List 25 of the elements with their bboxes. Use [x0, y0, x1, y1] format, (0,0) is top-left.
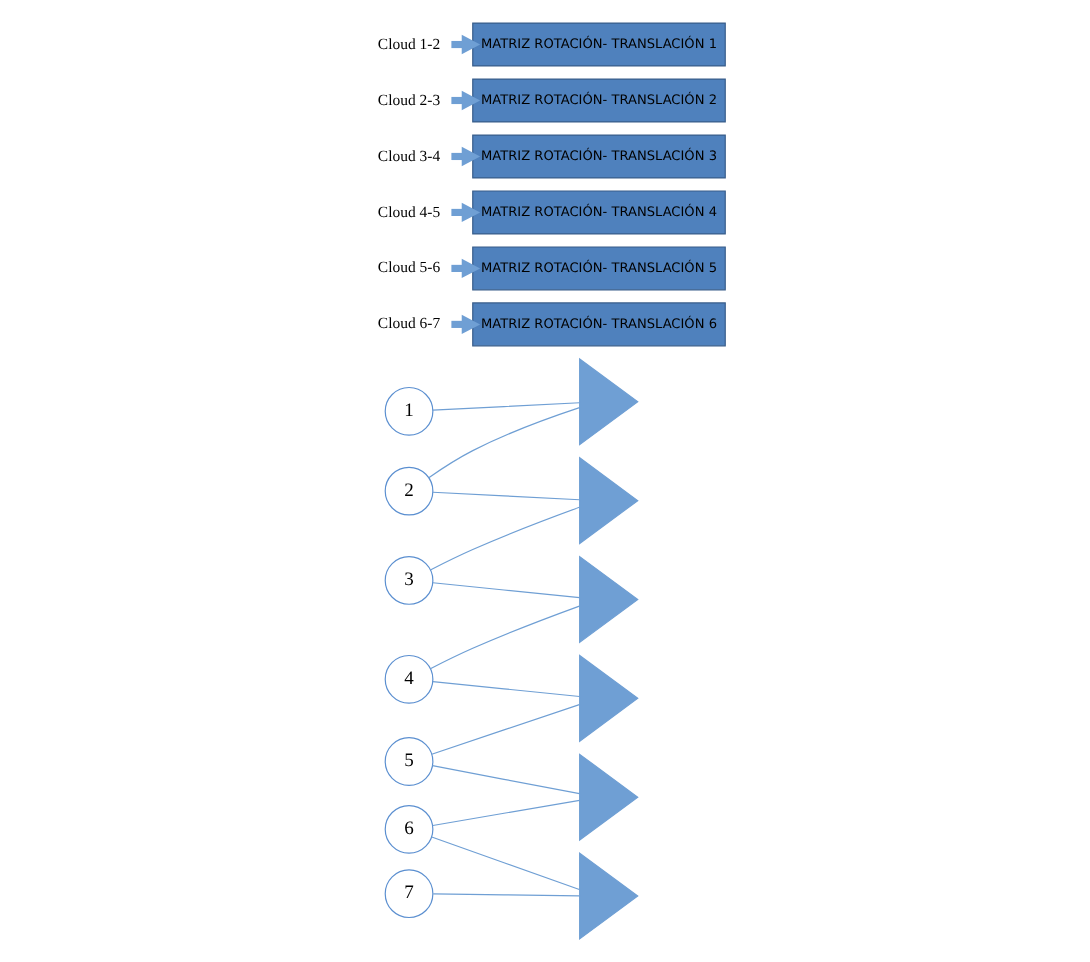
connector — [427, 407, 580, 479]
node-circle: 5 — [383, 737, 433, 786]
node-circle: 6 — [383, 804, 433, 854]
node-triangle — [578, 456, 638, 545]
node-triangle — [578, 654, 638, 743]
node-triangle — [578, 357, 638, 446]
connector — [430, 765, 580, 795]
node-triangle — [578, 753, 638, 842]
connector — [431, 799, 580, 827]
node-circle: 4 — [383, 654, 433, 704]
connector — [429, 506, 579, 571]
node-triangle — [578, 555, 638, 644]
node-circle: 3 — [383, 556, 433, 605]
connector — [431, 491, 580, 501]
connector — [429, 605, 579, 670]
node-circle: 1 — [383, 386, 433, 436]
connector — [431, 582, 580, 599]
connector — [430, 703, 579, 755]
connector — [431, 893, 579, 897]
node-triangle — [578, 852, 638, 941]
connector — [430, 836, 579, 891]
node-circle: 7 — [383, 869, 433, 919]
connector — [431, 681, 580, 698]
node-circle: 2 — [383, 466, 433, 516]
connector — [431, 402, 580, 411]
